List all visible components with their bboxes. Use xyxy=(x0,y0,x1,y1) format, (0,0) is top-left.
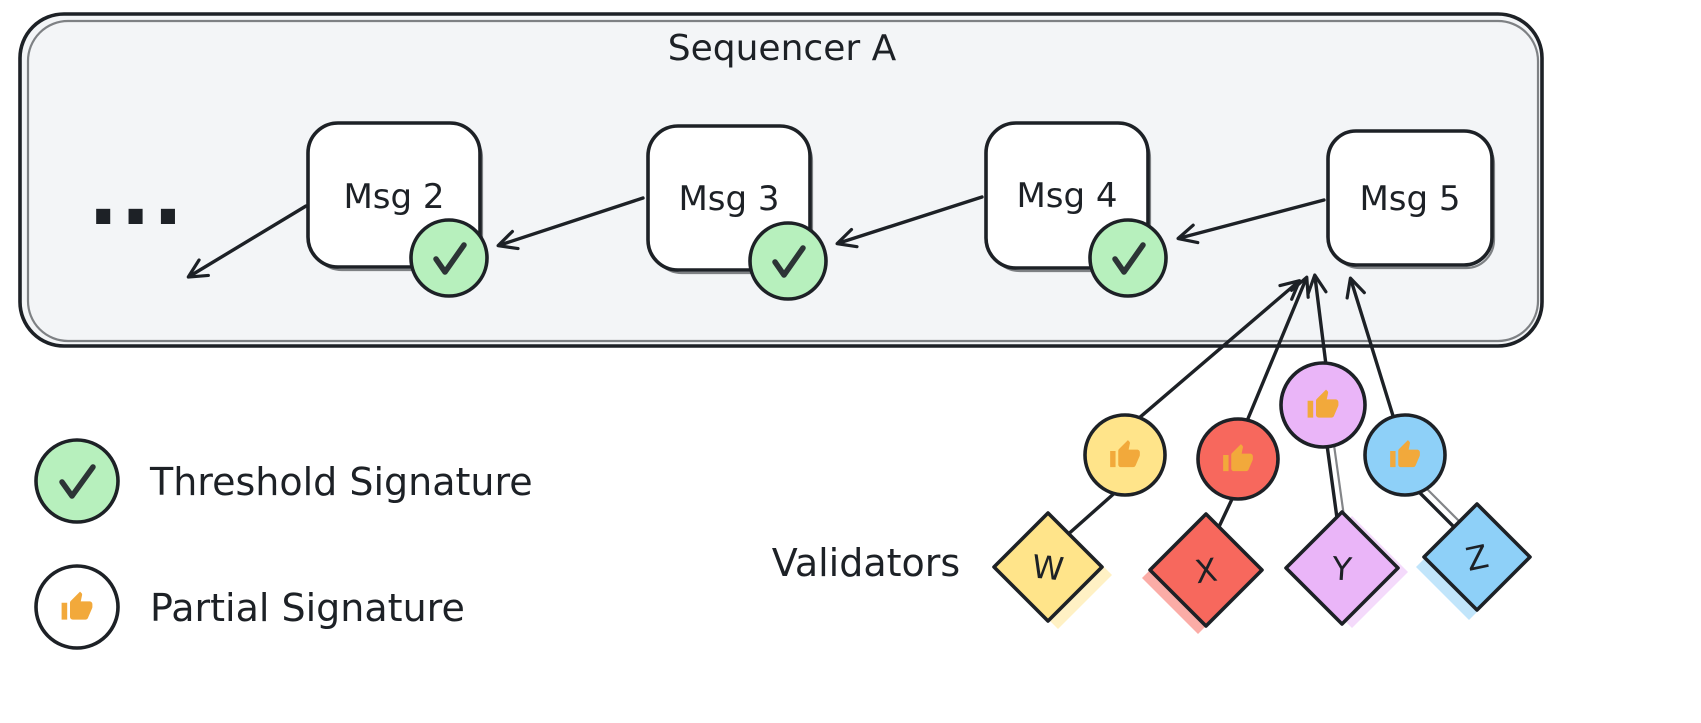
arrow-msg3-to-msg2 xyxy=(496,196,645,251)
sequencer-container-sketch-line xyxy=(26,19,1540,343)
validator-w-diamond xyxy=(992,511,1104,623)
validator-x-diamond xyxy=(1148,512,1264,628)
msg2-label: Msg 2 xyxy=(343,177,444,217)
legend-threshold-signature-swatch xyxy=(34,438,120,524)
arrow-msg4-to-msg3 xyxy=(835,195,984,249)
validator-y-label: Y xyxy=(1330,549,1354,588)
arrow-msg5-to-msg4 xyxy=(1176,198,1326,245)
validators-label: Validators xyxy=(772,541,960,585)
arrow-validator-z-to-msg5 xyxy=(1345,276,1396,421)
arrow-msg2-to-history xyxy=(186,204,308,279)
msg2-threshold-signature-badge xyxy=(409,218,489,298)
check-icon xyxy=(1112,242,1146,275)
check-icon xyxy=(59,464,96,499)
history-ellipsis: ... xyxy=(88,150,185,243)
arrow-validator-y-to-msg5 xyxy=(1306,273,1328,367)
validator-x-label: X xyxy=(1193,551,1220,592)
validator-y-diamond xyxy=(1284,510,1400,626)
msg3-label: Msg 3 xyxy=(678,179,779,219)
validator-w-label: W xyxy=(1030,547,1065,588)
msg5-label: Msg 5 xyxy=(1359,179,1460,219)
legend-partial-signature-label: Partial Signature xyxy=(150,586,465,630)
validator-z-diamond xyxy=(1422,502,1532,612)
msg5-box xyxy=(1326,129,1494,267)
arrow-validator-x-to-msg5 xyxy=(1245,275,1310,423)
arrow-validator-w-to-msg5 xyxy=(1137,279,1302,420)
check-icon xyxy=(772,245,806,278)
check-icon xyxy=(433,242,467,275)
msg4-label: Msg 4 xyxy=(1016,176,1117,216)
msg4-threshold-signature-badge xyxy=(1088,218,1168,298)
sequencer-title: Sequencer A xyxy=(668,28,897,69)
msg3-threshold-signature-badge xyxy=(748,221,828,301)
legend-threshold-signature-label: Threshold Signature xyxy=(149,460,533,504)
